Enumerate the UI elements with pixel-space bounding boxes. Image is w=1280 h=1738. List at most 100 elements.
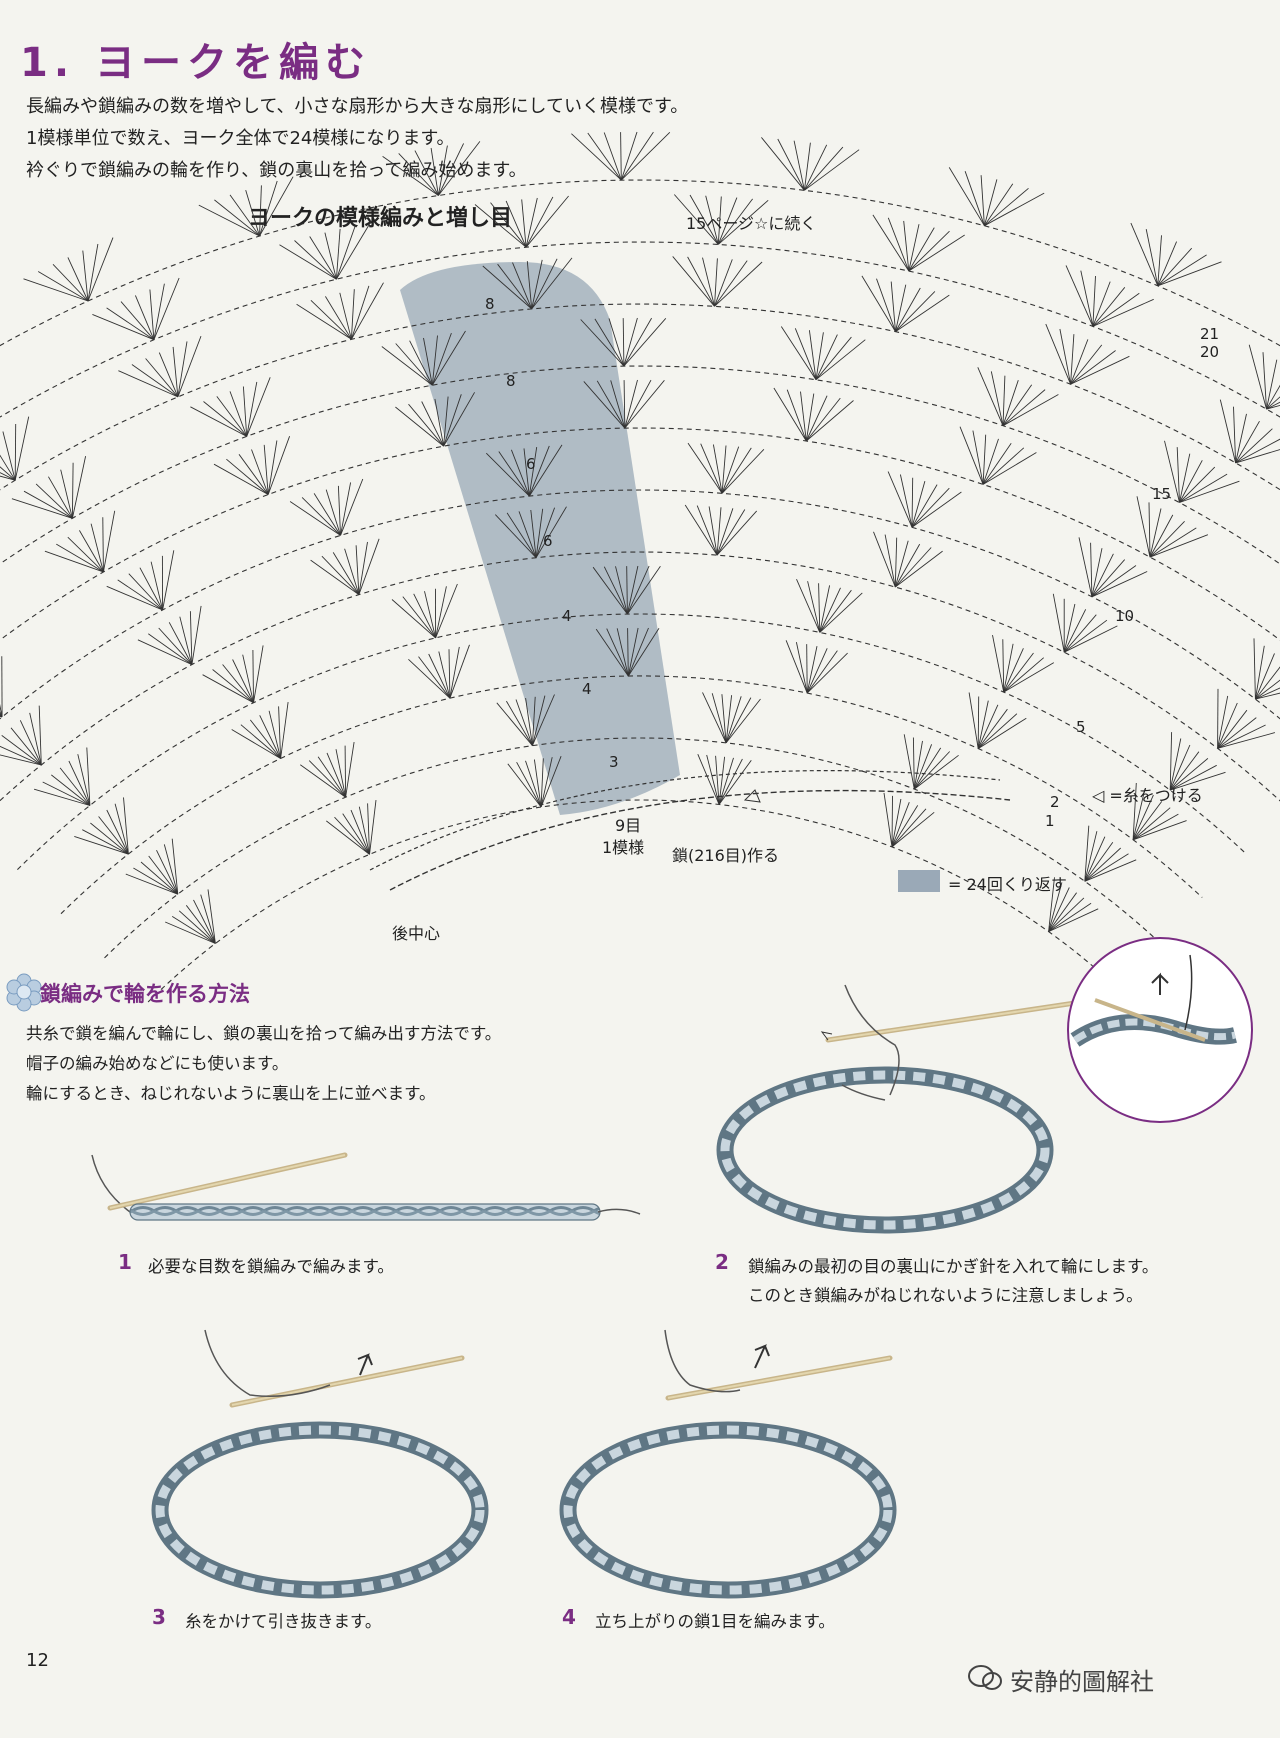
fan-stitch (526, 261, 533, 309)
fan-stitch (977, 713, 1018, 749)
fan-stitch (120, 301, 155, 340)
fan-stitch (158, 352, 179, 398)
fan-stitch (1063, 614, 1097, 653)
subsection-title: 鎖編みで輪を作る方法 (40, 982, 250, 1006)
fan-stitch (721, 448, 765, 494)
fan-stitch (531, 258, 558, 310)
fan-stitch (891, 811, 935, 848)
fan-stitch (48, 476, 73, 519)
fan-stitch (708, 506, 718, 556)
fan-stitch (587, 132, 622, 181)
fan-stitch (1217, 709, 1248, 749)
fan-stitch (1235, 438, 1280, 464)
fan-stitch (716, 509, 746, 556)
fan-stitch (1092, 298, 1154, 327)
fan-stitch (267, 440, 278, 495)
fan-stitch (398, 153, 439, 196)
fan-stitch (280, 702, 289, 759)
fan-stitch (721, 446, 740, 494)
fan-stitch (894, 547, 932, 588)
fan-stitch (627, 565, 661, 615)
fan-stitch (1002, 389, 1046, 427)
fan-stitch (1132, 801, 1163, 841)
fan-stitch (911, 477, 914, 528)
fan-stitch (1003, 648, 1024, 693)
fan-stitch (300, 764, 346, 798)
fan-stitch (259, 185, 262, 237)
fan-stitch (82, 250, 89, 302)
fan-stitch (705, 195, 719, 245)
fan-stitch (1090, 542, 1093, 597)
fan-stitch (251, 449, 269, 495)
fan-stitch (1266, 404, 1280, 410)
row-label-5: 5 (1076, 718, 1086, 736)
fan-stitch (86, 747, 91, 806)
fan-stitch (326, 752, 347, 798)
fan-stitch (620, 131, 654, 181)
fan-stitch (1084, 836, 1106, 882)
fan-stitch (714, 261, 763, 307)
fan-stitch (437, 145, 448, 196)
repeat-legend-swatch (898, 870, 940, 892)
fan-stitch (358, 806, 370, 855)
fan-stitch (804, 149, 860, 191)
fan-stitch (803, 142, 811, 191)
fan-stitch (895, 550, 943, 588)
continue-note: 15ページ☆に続く (686, 214, 817, 233)
fan-stitch (431, 335, 438, 386)
fan-stitch (102, 517, 104, 572)
fan-stitch (718, 760, 752, 805)
fan-stitch (780, 326, 817, 380)
fan-stitch (56, 543, 104, 573)
fan-stitch (1059, 328, 1072, 385)
fan-stitch (516, 761, 542, 808)
chart-number: 8 (485, 295, 495, 313)
fan-stitch (982, 434, 987, 485)
fan-stitch (358, 541, 368, 595)
fan-stitch (806, 648, 828, 694)
fan-stitch (414, 150, 439, 196)
fan-stitch (172, 346, 179, 397)
fan-stitch (983, 179, 998, 226)
chart-number: 8 (506, 372, 516, 390)
fan-stitch (0, 475, 16, 481)
fan-stitch (448, 649, 451, 699)
fan-stitch (887, 217, 910, 272)
fan-stitch (402, 596, 436, 639)
step-4-number: 4 (562, 1605, 576, 1629)
fan-stitch (242, 386, 248, 437)
fan-stitch (191, 605, 202, 665)
fan-stitch (700, 443, 723, 494)
legend-repeat: = 24回くり返す (948, 875, 1067, 894)
fan-stitch (714, 260, 748, 307)
fan-stitch (240, 724, 281, 759)
fan-stitch (190, 406, 247, 437)
fan-stitch (350, 289, 355, 340)
chart-number: 6 (543, 532, 553, 550)
fan-stitch (533, 759, 542, 808)
fan-stitch (1179, 480, 1240, 503)
fan-stitch (344, 548, 360, 595)
fan-stitch (226, 458, 269, 495)
fan-stitch (19, 720, 42, 766)
fan-stitch (1255, 687, 1280, 700)
fan-stitch (198, 204, 260, 237)
fan-stitch (806, 644, 808, 694)
fan-stitch (409, 340, 433, 386)
fan-stitch (891, 805, 919, 848)
fan-stitch (525, 195, 569, 248)
intro-line-2: 1模様単位で数え、ヨーク全体で24模様になります。 (26, 128, 455, 149)
fan-stitch (1132, 820, 1187, 841)
fan-stitch (908, 227, 935, 272)
fan-stitch (603, 566, 628, 615)
fan-stitch (158, 627, 193, 665)
fan-stitch (71, 462, 74, 519)
fan-stitch (246, 381, 258, 437)
fan-stitch (222, 664, 254, 703)
fan-stitch (1048, 897, 1085, 932)
fan-stitch (351, 282, 384, 340)
fan-stitch (202, 674, 254, 704)
fan-stitch (890, 281, 896, 332)
fan-stitch (340, 478, 364, 536)
fan-stitch (336, 221, 372, 280)
